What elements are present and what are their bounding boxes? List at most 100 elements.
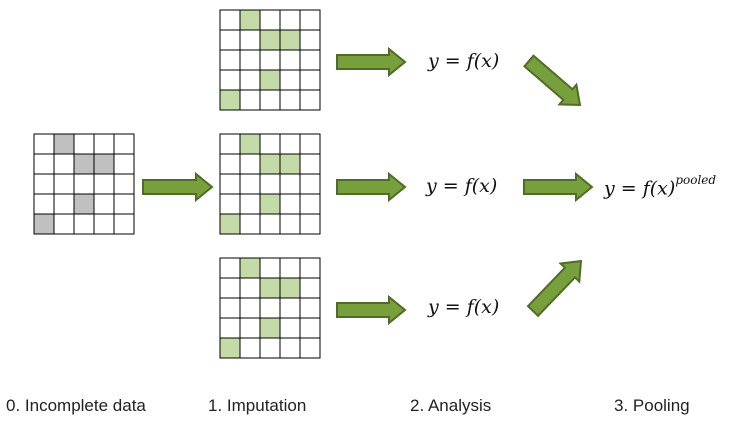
grid-cell bbox=[239, 89, 261, 111]
grid-cell bbox=[239, 297, 261, 319]
step-label-analysis: 2. Analysis bbox=[410, 396, 492, 415]
arrow-to-pooling-bottom bbox=[526, 259, 583, 318]
grid-cell bbox=[259, 9, 281, 31]
grid-cell bbox=[219, 297, 241, 319]
grid-cell-filled bbox=[239, 133, 261, 155]
grid-cell bbox=[259, 49, 281, 71]
grid-cell bbox=[239, 317, 261, 339]
grid-cell-filled bbox=[219, 337, 241, 359]
grid-cell bbox=[73, 173, 95, 195]
pooled-formula: y = f(x)pooled bbox=[604, 173, 717, 200]
grid-cell bbox=[239, 277, 261, 299]
analysis-formula-3: y = f(x) bbox=[428, 296, 500, 318]
grid-cell bbox=[113, 213, 135, 235]
grid-cell bbox=[299, 193, 321, 215]
arrow-to-analysis-1 bbox=[336, 46, 407, 78]
step-label-imputation: 1. Imputation bbox=[208, 396, 307, 415]
grid-cell-filled bbox=[53, 133, 75, 155]
grid-cell bbox=[279, 337, 301, 359]
grid-cell bbox=[219, 9, 241, 31]
grids-layer bbox=[33, 9, 321, 359]
grid-cell bbox=[279, 49, 301, 71]
grid-cell bbox=[219, 193, 241, 215]
grid-cell bbox=[299, 89, 321, 111]
grid-cell bbox=[299, 49, 321, 71]
grid-cell bbox=[219, 153, 241, 175]
grid-cell bbox=[93, 193, 115, 215]
grid-cell bbox=[239, 173, 261, 195]
arrow-to-analysis-2 bbox=[336, 171, 407, 203]
grid-cell bbox=[259, 337, 281, 359]
grid-cell-filled bbox=[219, 213, 241, 235]
grid-cell-filled bbox=[33, 213, 55, 235]
grid-cell bbox=[113, 153, 135, 175]
incomplete-data-grid bbox=[33, 133, 135, 235]
grid-cell bbox=[259, 297, 281, 319]
grid-cell bbox=[279, 173, 301, 195]
grid-cell bbox=[93, 133, 115, 155]
step-label-pooling: 3. Pooling bbox=[614, 396, 690, 415]
grid-cell bbox=[299, 257, 321, 279]
grid-cell bbox=[219, 69, 241, 91]
grid-cell bbox=[279, 69, 301, 91]
grid-cell bbox=[299, 337, 321, 359]
grid-cell bbox=[93, 213, 115, 235]
grid-cell bbox=[239, 337, 261, 359]
grid-cell-filled bbox=[259, 193, 281, 215]
grid-cell bbox=[279, 133, 301, 155]
arrows-layer bbox=[142, 46, 594, 326]
grid-cell-filled bbox=[259, 317, 281, 339]
analysis-formula-1: y = f(x) bbox=[428, 50, 500, 72]
grid-cell-filled bbox=[73, 153, 95, 175]
imputed-grid-3 bbox=[219, 257, 321, 359]
grid-cell bbox=[239, 213, 261, 235]
grid-cell-filled bbox=[259, 153, 281, 175]
grid-cell bbox=[239, 193, 261, 215]
grid-cell bbox=[239, 29, 261, 51]
grid-cell bbox=[299, 69, 321, 91]
grid-cell bbox=[259, 257, 281, 279]
step-label-incomplete-data: 0. Incomplete data bbox=[6, 396, 146, 415]
grid-cell bbox=[33, 133, 55, 155]
grid-cell bbox=[279, 213, 301, 235]
arrow-to-analysis-3 bbox=[336, 294, 407, 326]
grid-cell bbox=[53, 173, 75, 195]
grid-cell bbox=[299, 297, 321, 319]
grid-cell-filled bbox=[239, 9, 261, 31]
grid-cell bbox=[219, 257, 241, 279]
grid-cell-filled bbox=[259, 69, 281, 91]
grid-cell bbox=[53, 153, 75, 175]
grid-cell-filled bbox=[279, 29, 301, 51]
grid-cell bbox=[113, 133, 135, 155]
grid-cell bbox=[279, 9, 301, 31]
grid-cell bbox=[259, 133, 281, 155]
analysis-formula-2: y = f(x) bbox=[426, 175, 498, 197]
pooled-superscript: pooled bbox=[675, 173, 717, 187]
grid-cell bbox=[93, 173, 115, 195]
grid-cell bbox=[53, 193, 75, 215]
grid-cell bbox=[219, 133, 241, 155]
grid-cell bbox=[299, 29, 321, 51]
grid-cell bbox=[299, 213, 321, 235]
grid-cell bbox=[279, 257, 301, 279]
grid-cell-filled bbox=[279, 153, 301, 175]
grid-cell bbox=[259, 89, 281, 111]
grid-cell-filled bbox=[259, 29, 281, 51]
grid-cell bbox=[299, 173, 321, 195]
grid-cell bbox=[279, 297, 301, 319]
grid-cell bbox=[33, 173, 55, 195]
grid-cell-filled bbox=[93, 153, 115, 175]
grid-cell-filled bbox=[239, 257, 261, 279]
grid-cell-filled bbox=[73, 193, 95, 215]
grid-cell bbox=[299, 9, 321, 31]
imputed-grid-2 bbox=[219, 133, 321, 235]
grid-cell bbox=[219, 277, 241, 299]
grid-cell bbox=[299, 317, 321, 339]
grid-cell bbox=[113, 173, 135, 195]
grid-cell-filled bbox=[279, 277, 301, 299]
grid-cell bbox=[279, 193, 301, 215]
grid-cell bbox=[219, 49, 241, 71]
grid-cell bbox=[219, 29, 241, 51]
grid-cell bbox=[259, 213, 281, 235]
